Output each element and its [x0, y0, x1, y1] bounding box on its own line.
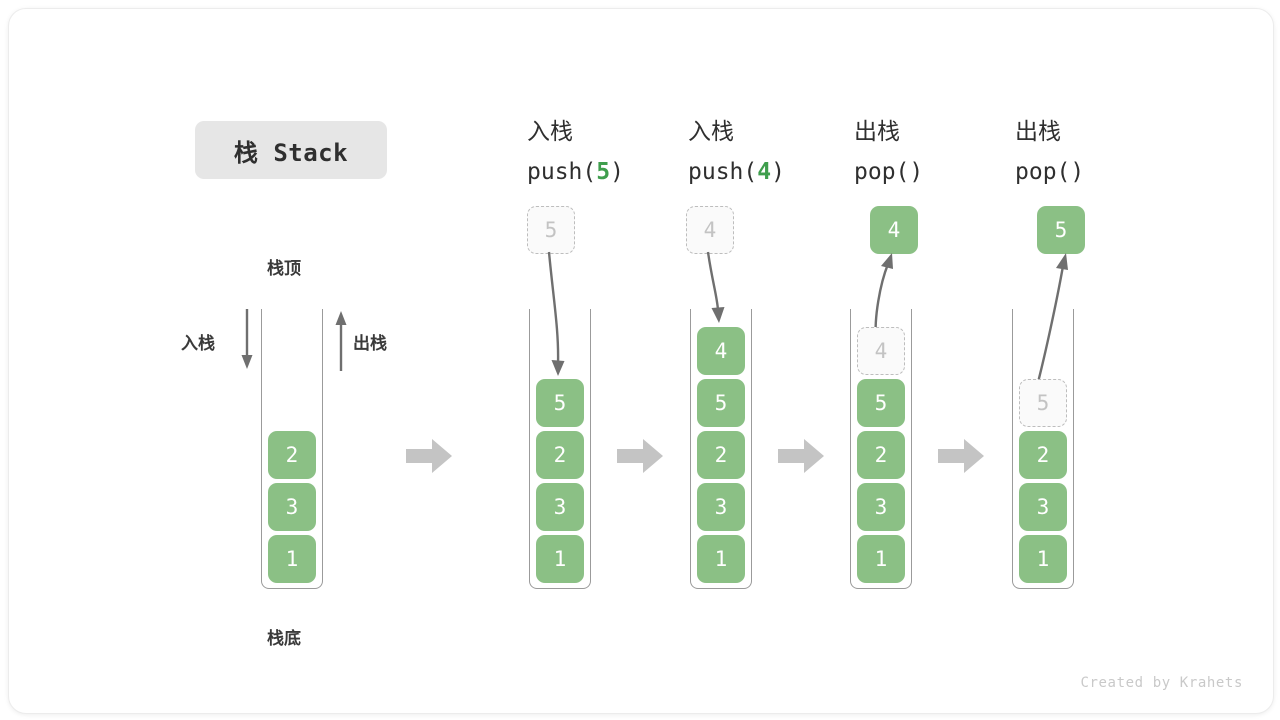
initial-stack-items: 1 3 2	[264, 429, 320, 585]
stack-cell: 4	[697, 327, 745, 375]
stack-cell-ghost: 4	[857, 327, 905, 375]
stage-stack-pop-2: 1 3 2 5	[1012, 309, 1074, 589]
stage-caption-pop-2: 出栈 pop()	[1015, 112, 1215, 192]
stage-caption-cn: 入栈	[688, 119, 734, 145]
stage-caption-code: push(5)	[527, 152, 727, 192]
stack-cell-ghost: 5	[1019, 379, 1067, 427]
stack-cell: 5	[697, 379, 745, 427]
credit-footer: Created by Krahets	[1080, 675, 1243, 691]
outgoing-cell: 4	[870, 206, 918, 254]
stack-cell: 5	[857, 379, 905, 427]
code-prefix: push(	[688, 159, 758, 185]
push-side-label: 入栈	[181, 334, 215, 354]
stack-top-label: 栈顶	[267, 259, 301, 279]
push-down-arrow-icon	[237, 309, 257, 371]
stage-caption-cn: 出栈	[854, 119, 900, 145]
stack-cell: 2	[697, 431, 745, 479]
stage-caption-code: pop()	[854, 152, 1054, 192]
stack-cell: 3	[697, 483, 745, 531]
code-arg: 5	[596, 159, 611, 185]
stack-cell: 2	[268, 431, 316, 479]
initial-stack-container: 1 3 2	[261, 309, 323, 589]
stage-stack-items: 1 3 2 5 4	[853, 325, 909, 585]
stage-stack-pop-1: 1 3 2 5 4	[850, 309, 912, 589]
stack-cell: 3	[857, 483, 905, 531]
code-suffix: )	[1070, 159, 1085, 185]
stack-cell: 2	[1019, 431, 1067, 479]
stage-caption-pop-1: 出栈 pop()	[854, 112, 1054, 192]
stage-stack-push-4: 1 3 2 5 4	[690, 309, 752, 589]
push-curve-arrow-icon	[686, 251, 756, 332]
stage-caption-push-5: 入栈 push(5)	[527, 112, 727, 192]
stage-stack-items: 1 3 2 5	[532, 377, 588, 585]
title-chip: 栈 Stack	[195, 121, 387, 179]
pop-curve-arrow-icon	[1015, 252, 1095, 392]
stack-cell: 1	[857, 535, 905, 583]
stage-stack-push-5: 1 3 2 5	[529, 309, 591, 589]
stack-cell: 1	[1019, 535, 1067, 583]
stack-bottom-label: 栈底	[267, 629, 301, 649]
code-suffix: )	[771, 159, 785, 185]
stack-cell: 1	[697, 535, 745, 583]
incoming-ghost-cell: 4	[686, 206, 734, 254]
stage-caption-code: push(4)	[688, 152, 888, 192]
title-text: 栈 Stack	[233, 138, 349, 167]
stage-caption-push-4: 入栈 push(4)	[688, 112, 888, 192]
code-arg: 4	[757, 159, 772, 185]
stack-cell: 3	[268, 483, 316, 531]
code-prefix: pop(	[1015, 159, 1071, 185]
stage-caption-cn: 出栈	[1015, 119, 1061, 145]
stack-cell: 3	[1019, 483, 1067, 531]
stack-cell: 5	[536, 379, 584, 427]
code-prefix: pop(	[854, 159, 910, 185]
step-arrow-icon	[938, 439, 984, 473]
code-prefix: push(	[527, 159, 597, 185]
stack-cell: 1	[268, 535, 316, 583]
incoming-ghost-cell: 5	[527, 206, 575, 254]
code-suffix: )	[610, 159, 624, 185]
stage-stack-items: 1 3 2 5	[1015, 377, 1071, 585]
stack-cell: 3	[536, 483, 584, 531]
stage-caption-code: pop()	[1015, 152, 1215, 192]
outgoing-cell: 5	[1037, 206, 1085, 254]
pop-up-arrow-icon	[331, 309, 351, 371]
code-suffix: )	[909, 159, 924, 185]
stage-caption-cn: 入栈	[527, 119, 573, 145]
stack-cell: 2	[857, 431, 905, 479]
step-arrow-icon	[617, 439, 663, 473]
push-curve-arrow-icon	[527, 251, 597, 382]
stage-stack-items: 1 3 2 5 4	[693, 325, 749, 585]
stack-cell: 2	[536, 431, 584, 479]
diagram-card: 栈 Stack 栈顶 入栈 出栈 1 3 2 栈底 入栈	[8, 8, 1274, 714]
pop-side-label: 出栈	[353, 334, 387, 354]
step-arrow-icon	[406, 439, 452, 473]
stack-cell: 1	[536, 535, 584, 583]
step-arrow-icon	[778, 439, 824, 473]
